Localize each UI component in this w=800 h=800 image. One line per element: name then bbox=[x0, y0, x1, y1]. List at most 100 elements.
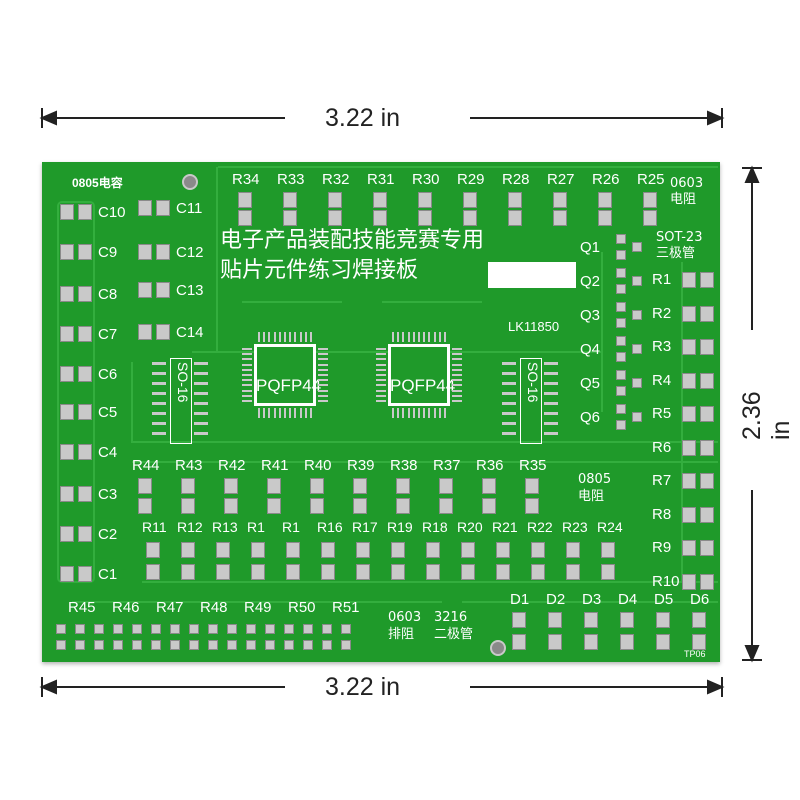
transistor-pad bbox=[616, 268, 626, 278]
resistor-label: R41 bbox=[261, 457, 289, 474]
resistor-pad bbox=[439, 478, 453, 494]
board-title-line2: 贴片元件练习焊接板 bbox=[220, 258, 419, 283]
resistor-pad bbox=[286, 564, 300, 580]
resistor-pad bbox=[267, 478, 281, 494]
chip-pin bbox=[376, 400, 386, 402]
array-pad bbox=[246, 624, 256, 634]
array-pad bbox=[265, 640, 275, 650]
chip-pin bbox=[242, 368, 252, 371]
resistor-label: R25 bbox=[637, 171, 665, 188]
resistor-pad bbox=[482, 498, 496, 514]
capacitor-pad bbox=[78, 244, 92, 260]
so16-pin bbox=[152, 382, 166, 385]
chip-pin bbox=[294, 408, 297, 418]
chip-pin bbox=[278, 408, 281, 418]
resistor-label: R32 bbox=[322, 171, 350, 188]
resistor-pad bbox=[700, 540, 714, 556]
resistor-pad bbox=[439, 498, 453, 514]
resistor-pad bbox=[146, 542, 160, 558]
resistor-pad bbox=[601, 564, 615, 580]
so16-pin bbox=[544, 402, 558, 405]
resistor-pad bbox=[682, 573, 696, 590]
resistor-label: R21 bbox=[492, 519, 518, 535]
resistor-label: R20 bbox=[457, 519, 483, 535]
capacitor-pad bbox=[78, 204, 92, 220]
capacitor-pad bbox=[60, 326, 74, 342]
transistor-label: Q4 bbox=[580, 341, 601, 358]
resistor-pad bbox=[700, 573, 714, 590]
chip-pin bbox=[428, 332, 431, 342]
chip-pin bbox=[318, 400, 328, 402]
resistor-pad bbox=[682, 540, 696, 556]
array-pad bbox=[341, 624, 351, 634]
resistor-label: R11 bbox=[142, 519, 167, 535]
so16-pin bbox=[152, 402, 166, 405]
capacitor-pad bbox=[78, 286, 92, 302]
resistor-pad bbox=[251, 542, 265, 558]
resistor-pad bbox=[224, 478, 238, 494]
resistor-label: R17 bbox=[352, 519, 378, 535]
res-0805-header: 0805 电阻 bbox=[578, 472, 612, 504]
resistor-label: R35 bbox=[519, 457, 547, 474]
resistor-pad bbox=[700, 339, 714, 355]
resistor-pad bbox=[391, 542, 405, 558]
chip-pin bbox=[318, 394, 328, 397]
so16-pin bbox=[544, 362, 558, 365]
array-pad bbox=[303, 640, 313, 650]
so16-pin bbox=[152, 362, 166, 365]
array-pad bbox=[132, 640, 142, 650]
resistor-pad bbox=[461, 564, 475, 580]
resistor-pad bbox=[553, 192, 567, 208]
chip-pin bbox=[242, 400, 252, 402]
tp-label: TP06 bbox=[684, 649, 706, 659]
transistor-pad bbox=[616, 318, 626, 328]
resistor-pad bbox=[598, 192, 612, 208]
resistor-label: R9 bbox=[652, 539, 672, 556]
resistor-pad bbox=[682, 305, 696, 322]
resistor-label: R1 bbox=[652, 271, 672, 288]
chip-pin bbox=[310, 408, 312, 418]
array-pad bbox=[56, 640, 66, 650]
resistor-label: R4 bbox=[652, 371, 672, 389]
resistor-label: R36 bbox=[476, 457, 504, 474]
resistor-pad bbox=[283, 210, 297, 226]
resistor-label: R1 bbox=[247, 519, 265, 535]
chip-pin bbox=[376, 389, 386, 392]
chip-pin bbox=[263, 408, 266, 418]
chip-pin bbox=[299, 332, 302, 342]
resistor-pad bbox=[353, 498, 367, 514]
capacitor-label: C6 bbox=[98, 366, 118, 383]
resistor-pad bbox=[138, 478, 152, 494]
capacitor-pad bbox=[78, 566, 92, 582]
capacitor-pad bbox=[78, 366, 92, 382]
chip-pin bbox=[452, 348, 462, 350]
pqfp44-chip-left bbox=[254, 344, 316, 406]
resistor-label: R6 bbox=[652, 438, 672, 456]
resistor-pad bbox=[461, 542, 475, 558]
chip-pin bbox=[318, 348, 328, 350]
resistor-label: R30 bbox=[412, 171, 440, 188]
so16-label-left: SO-16 bbox=[175, 362, 191, 403]
resistor-pad bbox=[328, 210, 342, 226]
resistor-label: R43 bbox=[175, 457, 203, 474]
resistor-label: R37 bbox=[433, 457, 461, 474]
chip-pin bbox=[418, 332, 420, 342]
so16-pin bbox=[544, 392, 558, 395]
chip-pin bbox=[304, 408, 307, 418]
capacitor-label: C10 bbox=[98, 204, 126, 221]
resistor-pad bbox=[682, 372, 696, 389]
res-0603-header: 0603 电阻 bbox=[670, 176, 704, 207]
mounting-hole bbox=[182, 174, 198, 190]
resistor-label: R27 bbox=[547, 171, 575, 188]
transistor-pad bbox=[616, 284, 626, 294]
transistor-pad bbox=[616, 370, 626, 380]
resistor-pad bbox=[682, 272, 696, 288]
chip-pin bbox=[392, 408, 394, 418]
array-pad bbox=[132, 624, 142, 634]
resistor-pad bbox=[700, 272, 714, 288]
resistor-pad bbox=[418, 192, 432, 208]
chip-pin bbox=[318, 384, 328, 387]
so16-pin bbox=[152, 432, 166, 435]
capacitor-pad bbox=[156, 282, 170, 298]
chip-pin bbox=[318, 358, 328, 361]
